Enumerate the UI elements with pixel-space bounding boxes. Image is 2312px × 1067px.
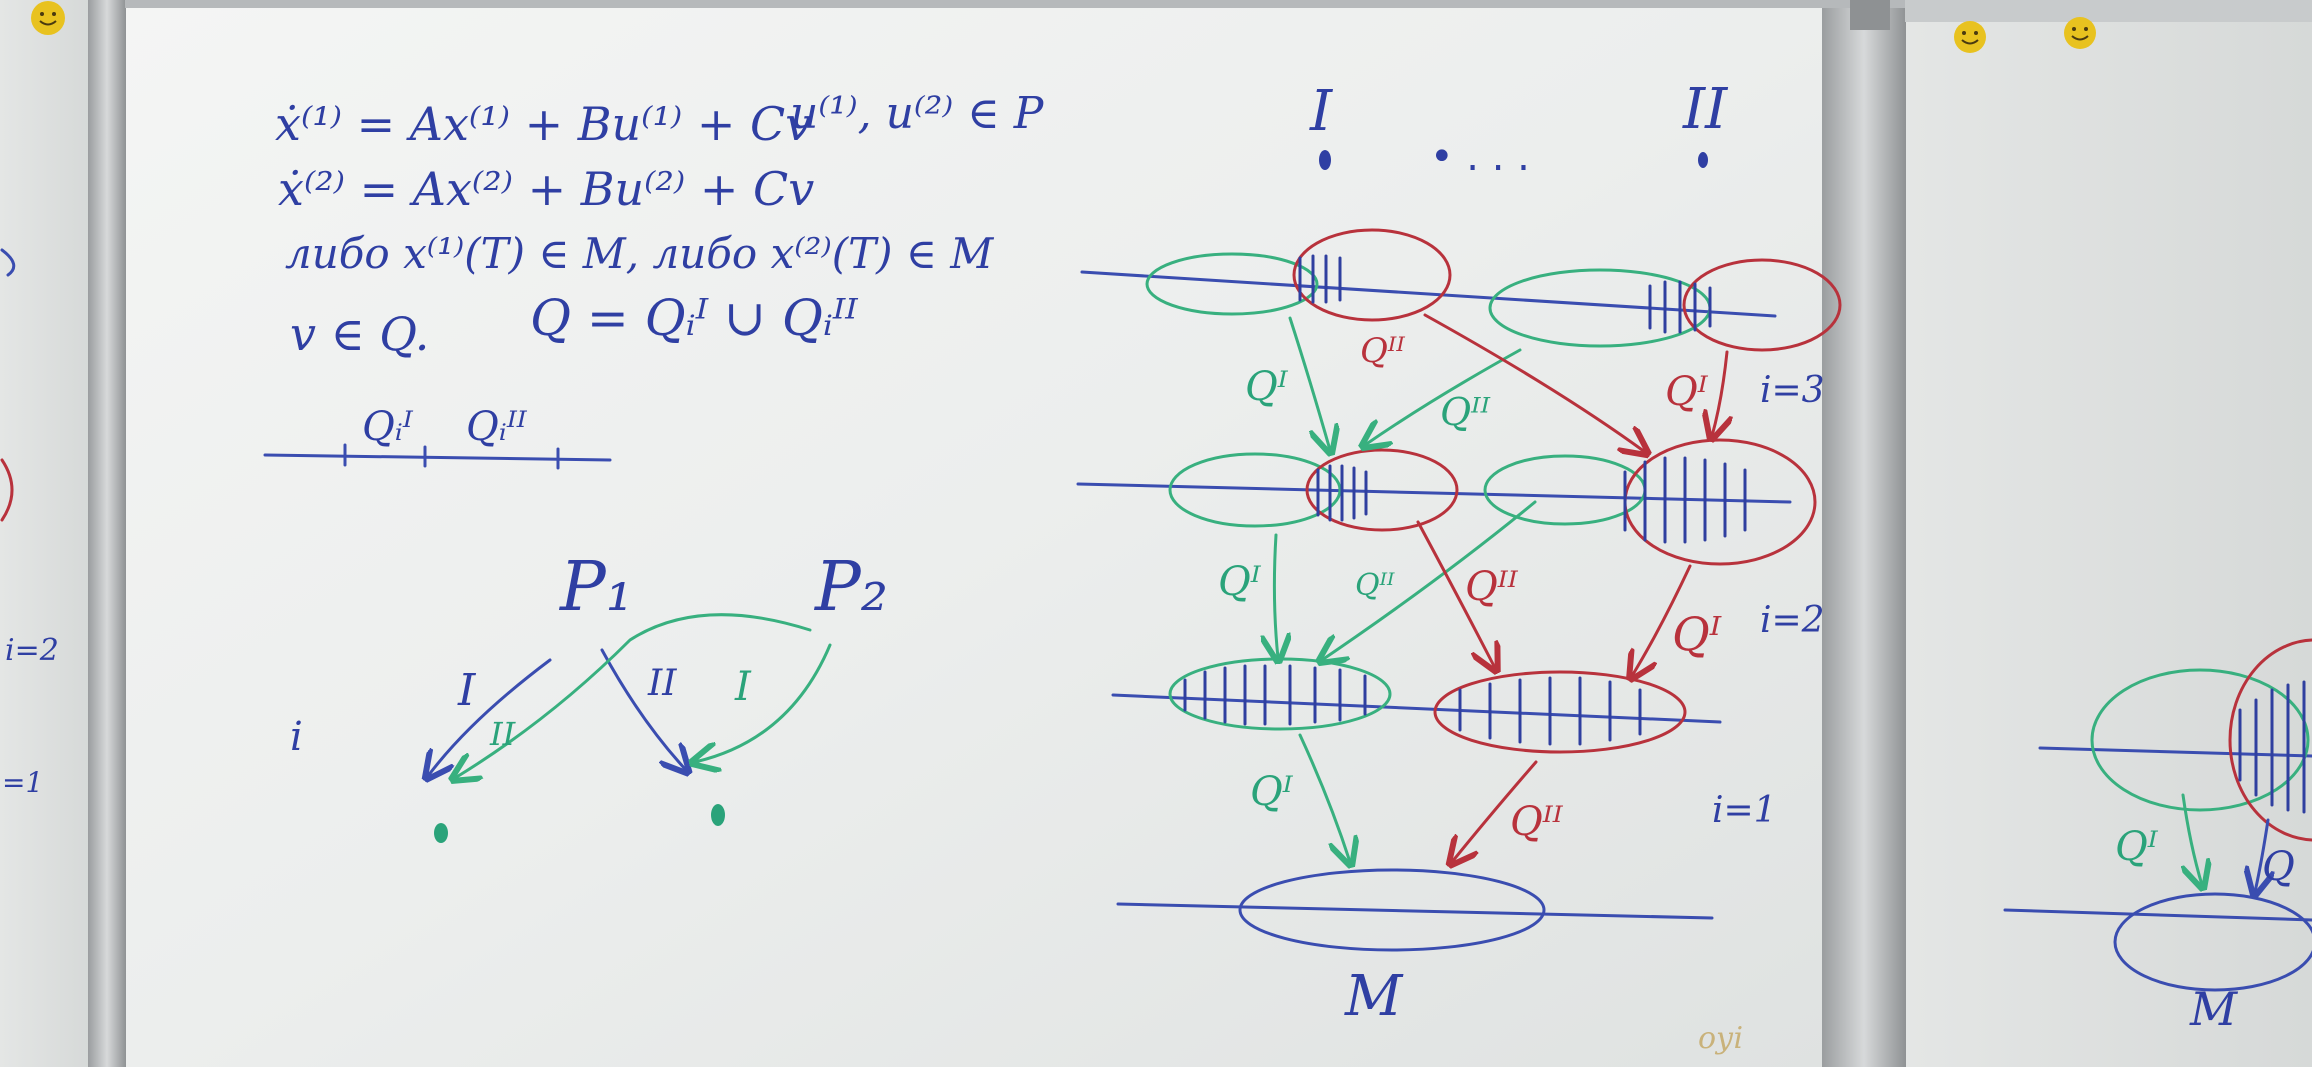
- equation-terminal-condition: либо x⁽¹⁾(T) ∈ M, либо x⁽²⁾(T) ∈ M: [285, 229, 994, 278]
- smiley-magnet-icon: [2064, 17, 2096, 49]
- smiley-magnet-icon: [1954, 21, 1986, 53]
- left-frame: [88, 0, 126, 1067]
- edge-label-2: II: [489, 715, 517, 753]
- player-1-label: I: [1309, 79, 1334, 144]
- equations-block: ẋ⁽¹⁾ = Ax⁽¹⁾ + Bu⁽¹⁾ + Cv ẋ⁽²⁾ = Ax⁽²⁾ +…: [275, 88, 1045, 361]
- right-board-label-3: M: [2189, 982, 2239, 1036]
- left-board: [0, 0, 90, 1067]
- right-board-label-1: Qᴵ: [2115, 824, 2159, 870]
- q-segment: Qᵢᴵ Qᵢᴵᴵ: [263, 404, 612, 470]
- left-board-label-2: =1: [2, 766, 43, 799]
- player-2-label: II: [1682, 77, 1729, 142]
- right-board: [1905, 0, 2312, 1067]
- arrow-label-9: Qᴵ: [1250, 769, 1294, 815]
- equation-controls: u⁽¹⁾, u⁽²⁾ ∈ P: [790, 88, 1045, 139]
- equation-2: ẋ⁽²⁾ = Ax⁽²⁾ + Bu⁽²⁾ + Cv: [278, 162, 814, 216]
- edge-label-3: II: [647, 663, 677, 704]
- edge-label-1: I: [457, 665, 477, 716]
- level-label-3: i=3: [1760, 370, 1825, 411]
- left-board-fragments: i=2 =1: [0, 248, 59, 799]
- arrow-label-10: Qᴵᴵ: [1510, 799, 1564, 845]
- levels-diagram: I II • . . . i=3: [1076, 77, 1842, 1029]
- level-label-1: i=1: [1712, 790, 1777, 831]
- game-tree: P₁ P₂ i I II II I: [290, 548, 888, 843]
- arrow-label-1: Qᴵ: [1245, 364, 1289, 410]
- arrow-label-5: Qᴵ: [1218, 559, 1262, 605]
- right-board-fragments: Qᴵ Q M: [2003, 638, 2312, 1036]
- edge-label-4: I: [734, 664, 752, 710]
- arrow-label-7: Qᴵᴵ: [1465, 564, 1519, 610]
- right-top-frame: [1905, 0, 2312, 22]
- main-board: [125, 0, 1825, 1067]
- arrow-label-6: Qᴵᴵ: [1355, 568, 1395, 603]
- arrow-label-3: Qᴵ: [1665, 369, 1709, 415]
- segment-label-q2: Qᵢᴵᴵ: [466, 404, 528, 450]
- equation-disturbance: v ∈ Q.: [290, 307, 429, 361]
- arrow-label-4: Qᴵᴵ: [1440, 390, 1491, 434]
- frame-bracket-icon: [1850, 0, 1890, 30]
- right-board-label-2: Q: [2262, 844, 2295, 890]
- p2-label: P₂: [813, 548, 888, 627]
- smiley-magnet-icon: [31, 1, 65, 35]
- p1-label: P₁: [558, 548, 633, 627]
- right-frame: [1822, 0, 1906, 1067]
- left-board-label-1: i=2: [5, 633, 59, 668]
- equation-1: ẋ⁽¹⁾ = Ax⁽¹⁾ + Bu⁽¹⁾ + Cv: [275, 97, 811, 151]
- segment-label-q1: Qᵢᴵ: [362, 404, 414, 450]
- ellipsis-dots: • . . .: [1430, 134, 1530, 180]
- arrow-label-2: Qᴵᴵ: [1360, 331, 1405, 371]
- arrow-label-8: Qᴵ: [1672, 607, 1722, 661]
- i-label: i: [290, 714, 303, 760]
- top-frame: [125, 0, 1905, 8]
- equation-q-union: Q = Qᵢᴵ ∪ Qᵢᴵᴵ: [530, 289, 858, 347]
- level-label-2: i=2: [1760, 600, 1825, 641]
- target-label: M: [1344, 964, 1404, 1029]
- corner-scribble: оуі: [1698, 1021, 1743, 1056]
